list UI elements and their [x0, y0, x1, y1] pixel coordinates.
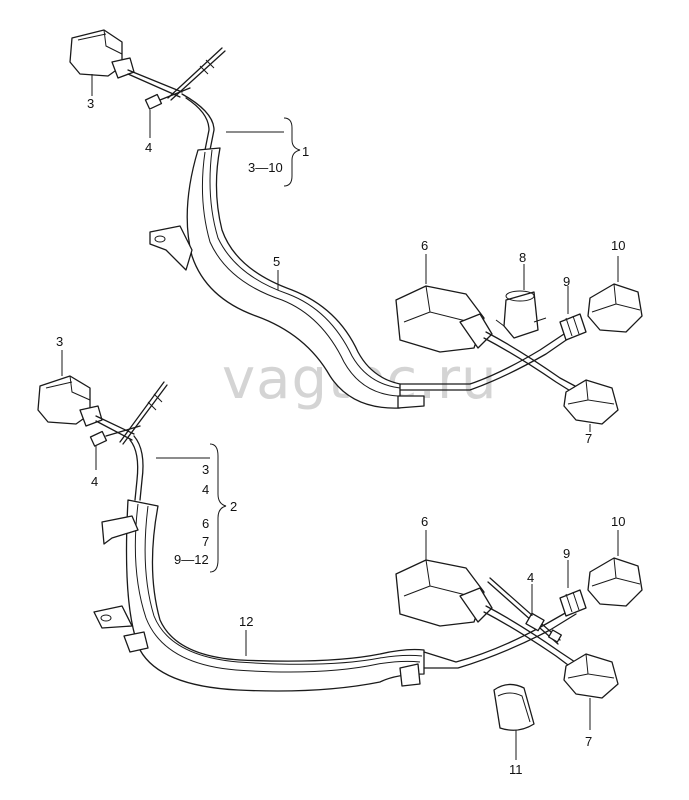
connector-3-top: [69, 29, 135, 79]
cable-tie-bottom: [89, 381, 168, 447]
label-bottom-list-6: 6: [202, 516, 209, 531]
label-bottom-10: 10: [611, 514, 625, 529]
cable-duct-5: [149, 147, 425, 409]
label-bottom-list-4: 4: [202, 482, 209, 497]
clip-11: [493, 683, 535, 731]
seal-9-bottom: [559, 589, 587, 617]
label-bottom-list-range: 9—12: [174, 552, 209, 567]
callout-labels: 3 4 3—10 1 5 6 8 10 9 7 3 4 3 4 6 7 9—12…: [56, 96, 625, 777]
label-bottom-group: 2: [230, 499, 237, 514]
label-bottom-3: 3: [56, 334, 63, 349]
connector-6-bottom: [395, 559, 576, 669]
label-top-3: 3: [87, 96, 94, 111]
harness-assembly-1: [69, 29, 643, 425]
label-bottom-6: 6: [421, 514, 428, 529]
label-bottom-12: 12: [239, 614, 253, 629]
label-bottom-list-7: 7: [202, 534, 209, 549]
connector-7-bottom: [563, 653, 619, 699]
label-bottom-11: 11: [509, 762, 523, 777]
connector-7-top: [563, 379, 619, 425]
connector-10-bottom: [587, 557, 643, 607]
cable-tie-bottom-right: [487, 577, 562, 645]
label-top-6: 6: [421, 238, 428, 253]
label-bottom-4: 4: [91, 474, 98, 489]
label-top-group: 1: [302, 144, 309, 159]
connector-10-top: [587, 283, 643, 333]
cable-tie-top: [144, 47, 226, 110]
label-top-4: 4: [145, 140, 152, 155]
harness-assembly-2: [37, 375, 643, 731]
label-top-10: 10: [611, 238, 625, 253]
leader-lines: [61, 74, 619, 760]
cable-duct-12: [93, 499, 425, 692]
label-bottom-4b: 4: [527, 570, 534, 585]
connector-6-top: [395, 285, 576, 393]
label-top-9: 9: [563, 274, 570, 289]
label-top-range: 3—10: [248, 160, 283, 175]
label-bottom-list-3: 3: [202, 462, 209, 477]
connector-3-bottom: [37, 375, 103, 427]
label-top-7: 7: [585, 431, 592, 446]
seal-9-top: [559, 313, 587, 341]
label-top-8: 8: [519, 250, 526, 265]
clip-8: [495, 290, 547, 339]
label-bottom-9: 9: [563, 546, 570, 561]
label-top-5: 5: [273, 254, 280, 269]
label-bottom-7: 7: [585, 734, 592, 749]
